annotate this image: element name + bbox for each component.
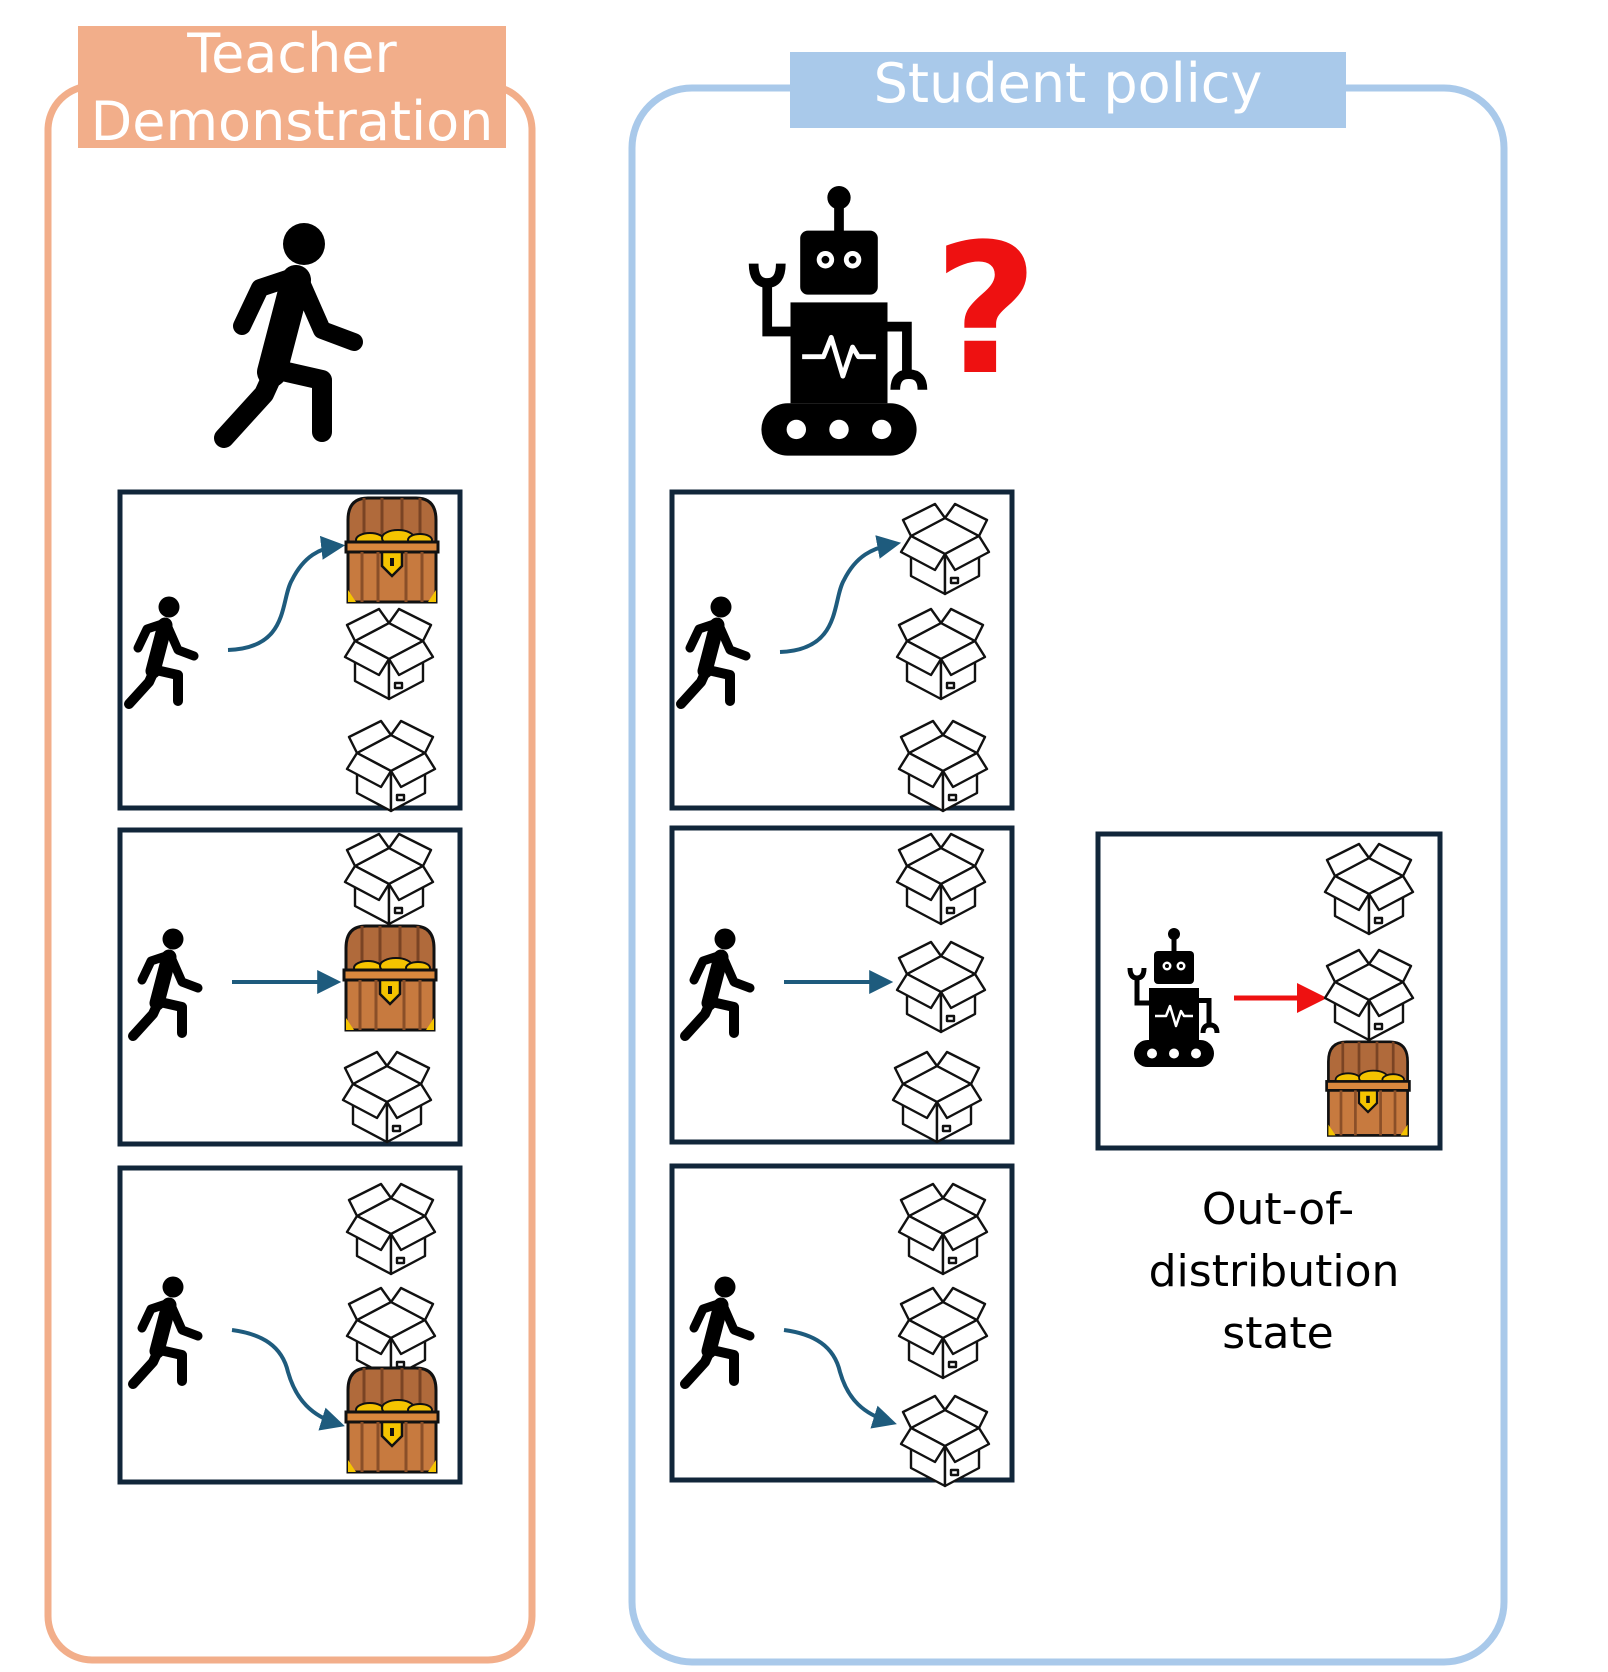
question-mark: ? xyxy=(934,206,1038,415)
path-arrow xyxy=(227,535,346,652)
student-scene-2 xyxy=(669,825,1015,1145)
student-panel: Student policy ? xyxy=(628,52,1508,1666)
ood-scene xyxy=(1095,831,1443,1151)
ood-caption-line1: Out-of- xyxy=(1202,1184,1354,1235)
treasure-chest-icon xyxy=(344,496,440,604)
path-arrow xyxy=(231,1328,345,1431)
teacher-title-line1: Teacher xyxy=(186,22,397,85)
robot-icon xyxy=(754,186,923,456)
teacher-panel: Teacher Demonstration xyxy=(44,22,536,1664)
student-scene-1 xyxy=(669,489,1015,813)
teacher-title-box xyxy=(78,26,506,148)
treasure-chest-icon xyxy=(1325,1040,1411,1137)
path-arrow xyxy=(783,1328,897,1429)
student-scene-3 xyxy=(669,1163,1015,1488)
teacher-walker-icon xyxy=(224,223,354,438)
student-title: Student policy xyxy=(874,52,1263,115)
teacher-title-line2: Demonstration xyxy=(91,90,494,153)
teacher-scene-1 xyxy=(117,489,463,813)
teacher-scene-3 xyxy=(117,1165,463,1485)
student-title-box xyxy=(790,52,1346,128)
treasure-chest-icon xyxy=(344,1366,440,1474)
path-arrow xyxy=(779,535,902,654)
ood-caption-line2: distribution xyxy=(1149,1246,1400,1297)
ood-caption-line3: state xyxy=(1222,1308,1333,1359)
treasure-chest-icon xyxy=(342,924,438,1032)
teacher-scene-2 xyxy=(117,827,463,1147)
